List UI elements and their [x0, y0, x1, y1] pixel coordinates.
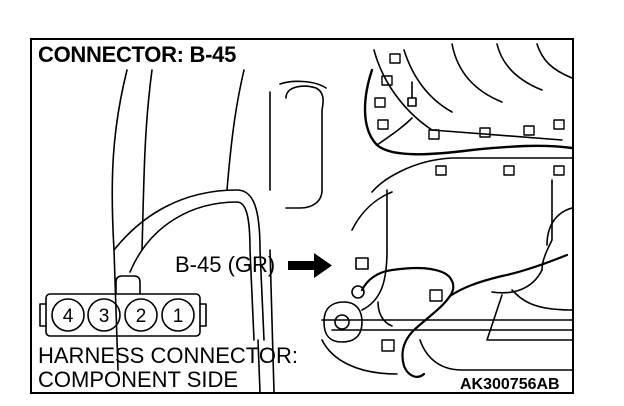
- figure-code: AK300756AB: [460, 376, 560, 393]
- mount-bracket-hole: [334, 314, 350, 330]
- b45-harness: [377, 301, 393, 327]
- mount-bracket: [323, 301, 363, 343]
- harness-bracket-outline: [113, 189, 265, 341]
- pin-1-label: 1: [173, 306, 184, 327]
- harness-connector-small: [429, 289, 443, 302]
- b45-connector: [355, 257, 369, 270]
- wiring-harness: [363, 68, 572, 156]
- engine-block: [511, 289, 572, 311]
- callout-arrow: [288, 253, 332, 278]
- engine-block: [419, 339, 572, 371]
- reservoir-tank: [285, 85, 324, 209]
- b45-harness: [360, 266, 455, 378]
- injector-fitting: [407, 81, 417, 107]
- b45-harness: [448, 253, 569, 298]
- pin-4: [51, 298, 85, 332]
- connector-face-diagram: [39, 275, 207, 337]
- reservoir-tank: [279, 80, 327, 89]
- pin-3: [87, 298, 121, 332]
- harness-bracket-outline: [111, 69, 128, 371]
- harness-bracket-outline: [129, 201, 255, 341]
- intake-runner: [536, 43, 572, 79]
- engine-bay-illustration: 4 3 2 1: [39, 43, 572, 392]
- engine-block: [486, 294, 572, 341]
- pin-2-label: 2: [136, 306, 147, 327]
- connector-housing: [45, 293, 201, 337]
- harness-connector-small: [374, 53, 565, 176]
- engine-block: [361, 189, 388, 311]
- caption-component-side: COMPONENT SIDE: [38, 367, 239, 392]
- pin-2: [124, 298, 158, 332]
- engine-block: [371, 157, 572, 193]
- pin-3-label: 3: [99, 306, 110, 327]
- intake-runner: [403, 49, 453, 113]
- intake-runner: [496, 43, 543, 91]
- engine-block: [491, 269, 543, 294]
- engine-block: [321, 339, 398, 375]
- b45-sensor-body: [351, 285, 365, 299]
- harness-bracket-outline: [269, 249, 275, 392]
- engine-block: [351, 191, 393, 231]
- harness-bracket-outline: [257, 339, 261, 392]
- engine-block: [546, 207, 572, 246]
- component-callout-label: B-45 (GR): [175, 252, 276, 277]
- engine-block: [541, 179, 553, 271]
- pin-1: [161, 298, 195, 332]
- connector-side-tab: [39, 303, 47, 327]
- connector-title: CONNECTOR: B-45: [38, 42, 237, 67]
- harness-bracket-outline: [141, 69, 153, 251]
- diagram-frame: 4 3 2 1 CONNECTOR: B-45 B-45 (GR) HARNES…: [30, 38, 574, 394]
- pin-4-label: 4: [63, 306, 74, 327]
- harness-bracket-outline: [226, 69, 245, 191]
- intake-runner: [451, 43, 503, 103]
- caption-harness-connector: HARNESS CONNECTOR:: [38, 343, 298, 368]
- connector-latch: [115, 275, 141, 295]
- intake-runner: [373, 49, 563, 141]
- harness-connector-small: [381, 339, 395, 352]
- connector-side-tab: [199, 303, 207, 327]
- connector-pin-labels: 4 3 2 1: [63, 306, 184, 327]
- wiring-harness: [376, 117, 413, 146]
